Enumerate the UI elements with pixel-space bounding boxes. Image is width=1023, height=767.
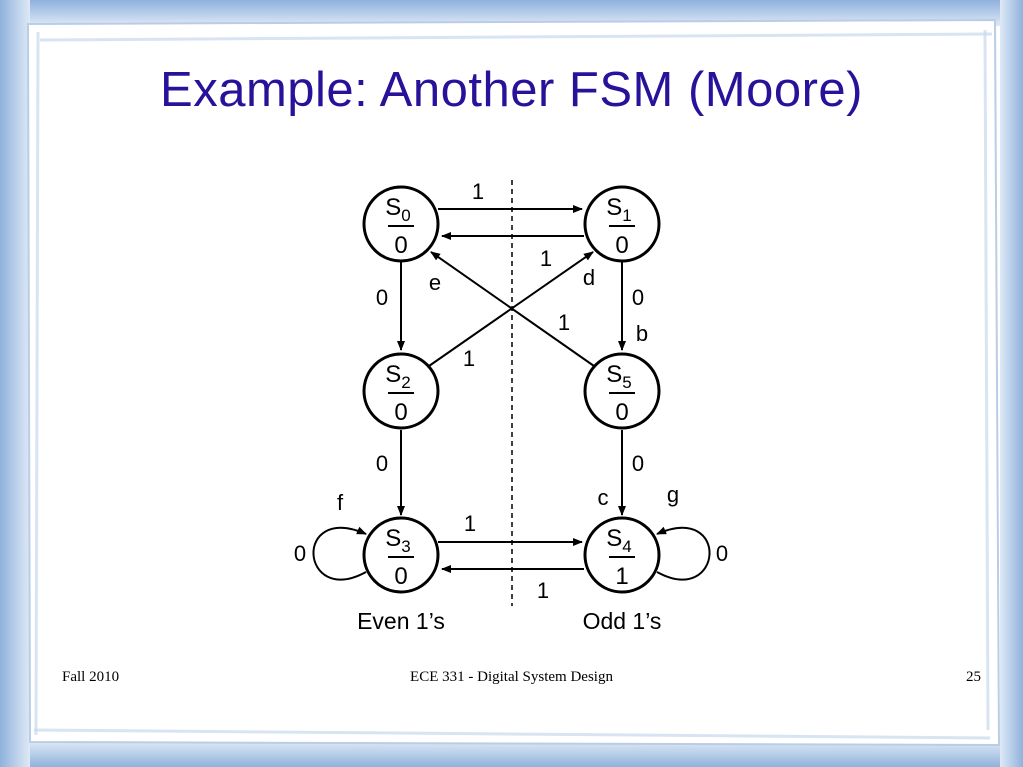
label-s4-self-tag: g: [667, 482, 679, 507]
state-s4-name: S4: [606, 525, 631, 556]
label-s5-s0-tag: e: [429, 270, 441, 295]
edge-s4-self: [656, 526, 711, 581]
state-s5-name: S5: [606, 361, 631, 392]
state-s0: S0 0: [362, 185, 440, 263]
frame-left-edge: [0, 0, 30, 767]
state-s5-circle: [583, 352, 661, 430]
label-s1-s5-tag: b: [636, 321, 648, 346]
state-s3-output: 0: [394, 563, 407, 590]
label-s1-s0-input: 1: [540, 246, 552, 271]
label-s3-s4-input: 1: [464, 511, 476, 536]
state-s1-circle: [583, 185, 661, 263]
label-s2-s3-input: 0: [376, 451, 388, 476]
state-s4-output: 1: [615, 563, 628, 590]
footer-date: Fall 2010: [62, 669, 120, 685]
state-s4-circle: [583, 516, 661, 594]
edge-s5-s0: [430, 251, 595, 367]
state-s0-name: S0: [385, 194, 410, 225]
label-s2-s1-input: 1: [463, 346, 475, 371]
group-label-even: Even 1’s: [357, 608, 445, 634]
state-s5: S5 0: [583, 352, 661, 430]
label-s5-s4-tag: c: [598, 485, 609, 510]
transitions: [312, 205, 711, 581]
state-s0-circle: [362, 185, 440, 263]
label-s0-s1-input: 1: [472, 179, 484, 204]
state-s1: S1 0: [583, 185, 661, 263]
edge-s3-self: [312, 526, 367, 581]
state-s3: S3 0: [362, 516, 440, 594]
state-s2: S2 0: [362, 352, 440, 430]
state-s3-circle: [362, 516, 440, 594]
label-s1-s5-input: 0: [632, 285, 644, 310]
state-s2-circle: [362, 352, 440, 430]
state-s2-name: S2: [385, 361, 410, 392]
label-s3-self-input: 0: [294, 541, 306, 566]
slide-title: Example: Another FSM (Moore): [160, 63, 863, 117]
label-s5-s0-input: 1: [558, 310, 570, 335]
group-label-odd: Odd 1’s: [583, 608, 662, 634]
footer-page-number: 25: [966, 669, 981, 685]
label-s4-self-input: 0: [716, 541, 728, 566]
label-s5-s4-input: 0: [632, 451, 644, 476]
state-s1-name: S1: [606, 194, 631, 225]
state-s0-output: 0: [394, 232, 407, 259]
frame-right-edge: [1000, 0, 1023, 767]
state-s3-name: S3: [385, 525, 410, 556]
label-s0-s2-input: 0: [376, 285, 388, 310]
state-s2-output: 0: [394, 399, 407, 426]
label-s4-s3-input: 1: [537, 578, 549, 603]
label-s3-self-tag: f: [337, 490, 344, 515]
label-s2-s1-tag: d: [583, 265, 595, 290]
footer-course: ECE 331 - Digital System Design: [410, 669, 613, 685]
transition-labels: 1 1 0 0 b 1 d 1 e 0 0 c 1 1 0 f 0 g: [294, 179, 728, 603]
state-s1-output: 0: [615, 232, 628, 259]
state-s4: S4 1: [583, 516, 661, 594]
state-s5-output: 0: [615, 399, 628, 426]
